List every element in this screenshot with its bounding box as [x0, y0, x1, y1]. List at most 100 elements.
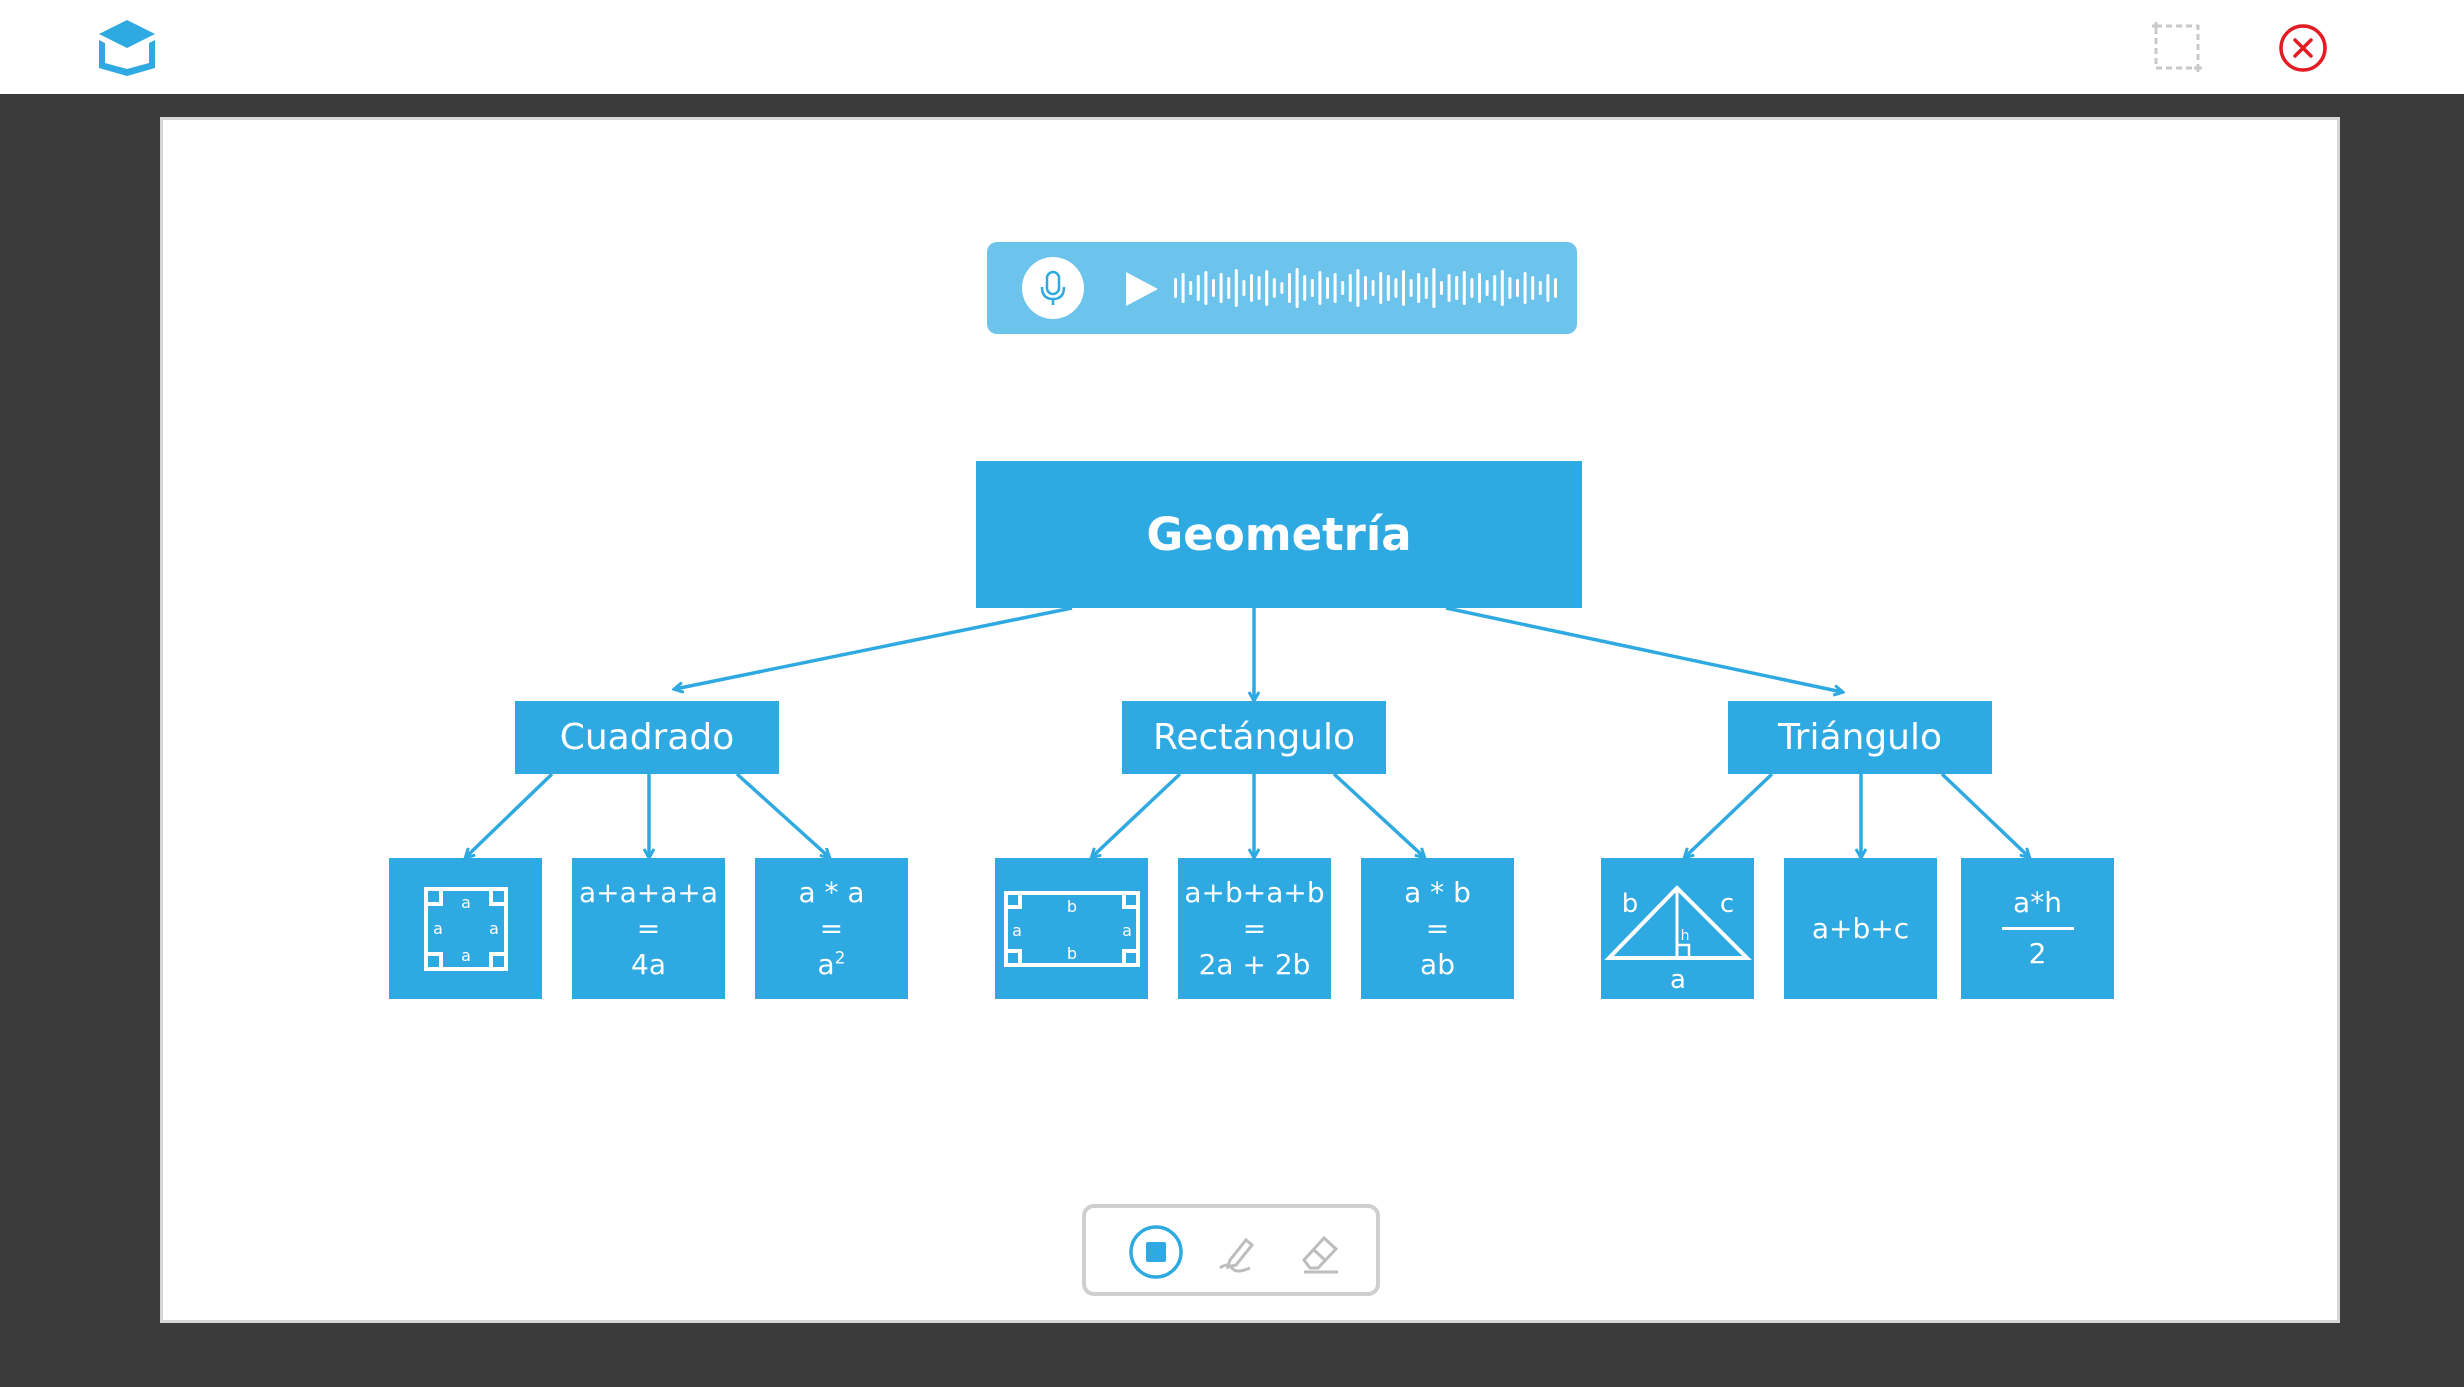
- waveform-bar: [1189, 281, 1193, 295]
- formula-line: 2a + 2b: [1198, 947, 1311, 981]
- formula-line: a * b: [1404, 875, 1471, 909]
- root-node: Geometría: [976, 461, 1582, 608]
- formula-exponent: 2: [834, 948, 846, 969]
- waveform-bar: [1371, 280, 1375, 296]
- crop-icon[interactable]: [2148, 18, 2206, 76]
- waveform-bar: [1447, 274, 1451, 302]
- rectangle-side-label: a: [1122, 921, 1132, 940]
- square-side-label: a: [461, 946, 471, 965]
- rectangle-side-label: b: [1066, 944, 1076, 963]
- triangle-perimeter: a+b+c: [1784, 858, 1937, 999]
- node-triangulo: Triángulo: [1728, 701, 1992, 774]
- pen-icon[interactable]: [1210, 1224, 1266, 1280]
- waveform-bar: [1348, 274, 1352, 302]
- waveform-bar: [1478, 273, 1481, 303]
- triangle-area: a*h 2: [1961, 858, 2114, 999]
- waveform-bar: [1516, 279, 1519, 297]
- square-side-label: a: [433, 919, 443, 938]
- waveform-bar: [1318, 271, 1322, 305]
- rectangle-side-label: a: [1012, 921, 1022, 940]
- waveform-bar: [1174, 278, 1177, 298]
- triangle-side-label: b: [1622, 889, 1639, 919]
- triangle-base-label: a: [1670, 965, 1686, 995]
- waveform-bar: [1356, 269, 1360, 307]
- graduation-cap-icon[interactable]: [95, 18, 159, 78]
- stop-icon[interactable]: [1128, 1224, 1184, 1280]
- triangle-figure: b c h a: [1601, 858, 1754, 999]
- triangle-height-label: h: [1681, 928, 1690, 944]
- waveform-bar: [1303, 275, 1307, 301]
- waveform-bar: [1257, 276, 1261, 300]
- waveform-bar: [1326, 277, 1329, 299]
- waveform-bar: [1196, 275, 1200, 301]
- formula-line: =: [636, 911, 661, 945]
- formula-line: a+b+a+b: [1184, 875, 1325, 909]
- formula-line: =: [1242, 911, 1267, 945]
- waveform-bar: [1523, 272, 1527, 304]
- eraser-icon[interactable]: [1292, 1224, 1348, 1280]
- waveform-bar: [1394, 278, 1398, 298]
- waveform-bar: [1341, 281, 1345, 295]
- rectangle-area: a * b = ab: [1361, 858, 1514, 999]
- waveform-bar: [1531, 276, 1535, 300]
- microphone-button[interactable]: [1022, 257, 1084, 319]
- formula-line: a+a+a+a: [578, 875, 718, 909]
- drawing-toolbar: [1082, 1204, 1380, 1296]
- waveform-bar: [1280, 282, 1284, 294]
- waveform-bar: [1402, 270, 1405, 306]
- formula-line: =: [1425, 911, 1450, 945]
- close-icon[interactable]: [2278, 23, 2328, 73]
- node-cuadrado: Cuadrado: [515, 701, 779, 774]
- square-area: a * a = a2: [755, 858, 908, 999]
- fraction-numerator: a*h: [2013, 886, 2062, 919]
- waveform-bar: [1242, 280, 1246, 296]
- rectangle-perimeter: a+b+a+b = 2a + 2b: [1178, 858, 1331, 999]
- waveform-bar: [1424, 277, 1428, 299]
- waveform-bar: [1493, 275, 1497, 301]
- top-bar: [0, 0, 2464, 94]
- waveform-bar: [1417, 273, 1421, 303]
- waveform[interactable]: [1172, 256, 1562, 320]
- waveform-bar: [1272, 278, 1276, 298]
- waveform-bar: [1470, 278, 1474, 298]
- waveform-bar: [1432, 268, 1436, 308]
- waveform-bar: [1379, 272, 1383, 304]
- waveform-bar: [1538, 281, 1542, 295]
- waveform-bar: [1364, 276, 1367, 300]
- waveform-bar: [1462, 271, 1466, 305]
- rectangle-side-label: b: [1066, 897, 1076, 916]
- waveform-bar: [1227, 277, 1231, 299]
- triangle-diagram-icon: b c h a: [1604, 885, 1752, 995]
- waveform-bar: [1485, 280, 1489, 296]
- waveform-bar: [1546, 274, 1550, 302]
- formula-base: a: [817, 947, 835, 981]
- waveform-bar: [1212, 279, 1215, 297]
- rectangle-diagram-icon: b a a b: [1003, 890, 1140, 967]
- formula-line: =: [819, 911, 844, 945]
- formula-line: ab: [1420, 947, 1455, 981]
- fraction-bar: [2001, 927, 2074, 930]
- waveform-bar: [1333, 273, 1337, 303]
- triangle-side-label: c: [1720, 889, 1734, 919]
- waveform-bar: [1455, 276, 1459, 300]
- square-side-label: a: [489, 919, 499, 938]
- square-perimeter: a+a+a+a = 4a: [572, 858, 725, 999]
- waveform-bar: [1288, 273, 1291, 303]
- waveform-bar: [1181, 273, 1185, 303]
- fraction-denominator: 2: [2028, 937, 2047, 970]
- rectangle-figure: b a a b: [995, 858, 1148, 999]
- waveform-bar: [1310, 279, 1314, 297]
- waveform-bar: [1500, 270, 1504, 306]
- formula-line-with-exponent: a2: [818, 947, 846, 983]
- square-figure: a a a a: [389, 858, 542, 999]
- waveform-bar: [1219, 273, 1223, 303]
- microphone-icon: [1040, 270, 1066, 305]
- play-icon[interactable]: [1122, 270, 1162, 308]
- square-side-label: a: [461, 893, 471, 912]
- audio-player[interactable]: [987, 242, 1577, 334]
- waveform-bar: [1386, 275, 1390, 301]
- formula-line: 4a: [631, 947, 666, 981]
- waveform-bar: [1409, 279, 1413, 297]
- waveform-bar: [1295, 268, 1299, 308]
- waveform-bar: [1204, 271, 1208, 305]
